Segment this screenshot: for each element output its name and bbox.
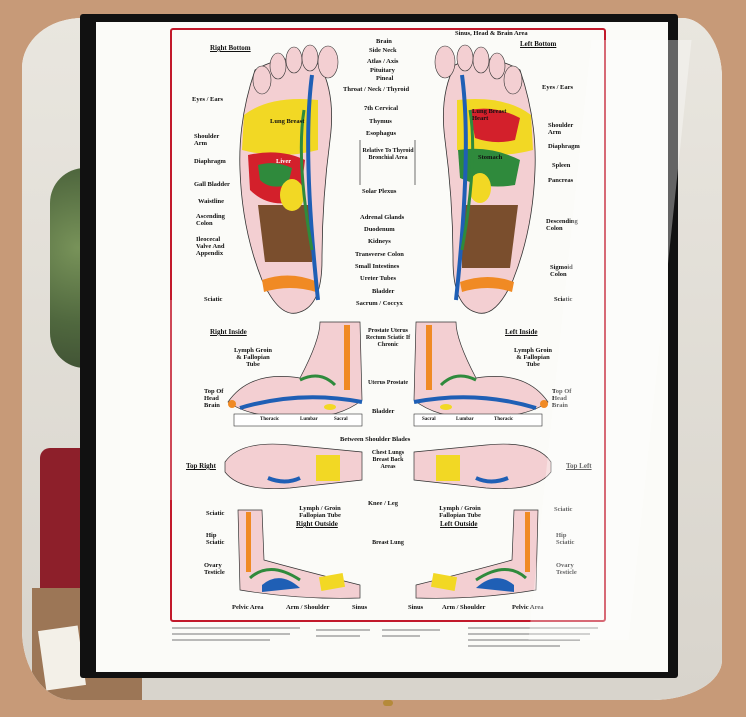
frame-hanger-knob <box>383 700 393 706</box>
